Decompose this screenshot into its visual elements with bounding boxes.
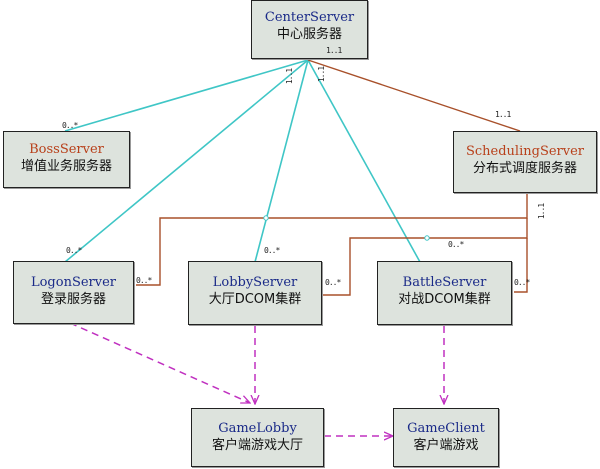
scheduling-server-name: SchedulingServer (465, 144, 585, 159)
scheduling-server-label: 分布式调度服务器 (472, 161, 577, 176)
logon-server-label: 登录服务器 (40, 292, 106, 307)
multiplicity-lobby-right: 0..* (325, 278, 341, 287)
multiplicity-logon-top: 0..* (66, 246, 82, 255)
multiplicity-boss: 0..* (62, 121, 78, 130)
boss-server-node[interactable]: BossServer 增值业务服务器 (3, 131, 130, 188)
scheduling-battle-link (514, 238, 528, 293)
battle-server-node[interactable]: BattleServer 对战DCOM集群 (377, 261, 512, 325)
center-scheduling-link (307, 59, 521, 132)
multiplicity-logon-right: 0..* (136, 276, 152, 285)
lobby-server-name: LobbyServer (212, 275, 298, 290)
game-client-node[interactable]: GameClient 客户端游戏 (393, 408, 499, 467)
multiplicity-center-c: 1..1 (317, 66, 327, 83)
battle-server-name: BattleServer (402, 275, 487, 290)
logon-gamelobby-dependency (69, 322, 250, 404)
multiplicity-scheduling-side: 1..1 (537, 203, 547, 220)
lobby-server-node[interactable]: LobbyServer 大厅DCOM集群 (188, 261, 322, 325)
multiplicity-battle-right: 0..* (514, 278, 530, 287)
game-lobby-node[interactable]: GameLobby 客户端游戏大厅 (191, 408, 324, 467)
game-lobby-label: 客户端游戏大厅 (211, 438, 303, 453)
center-boss-link (64, 59, 309, 132)
battle-server-label: 对战DCOM集群 (398, 292, 491, 307)
center-logon-link (64, 59, 309, 263)
multiplicity-lobby-top: 0..* (264, 246, 280, 255)
multiplicity-scheduling-top: 1..1 (495, 110, 511, 119)
multiplicity-battle-top: 0..* (448, 240, 464, 249)
multiplicity-center-b: 1..1 (285, 68, 295, 85)
lobby-server-label: 大厅DCOM集群 (208, 292, 302, 307)
scheduling-lobby-link (322, 218, 528, 296)
center-server-label: 中心服务器 (276, 27, 342, 42)
boss-server-name: BossServer (29, 142, 104, 157)
boss-server-label: 增值业务服务器 (20, 159, 112, 174)
center-server-name: CenterServer (264, 10, 355, 25)
game-client-name: GameClient (407, 421, 485, 436)
center-lobby-link (254, 59, 309, 263)
center-battle-link (307, 59, 421, 263)
center-server-node[interactable]: CenterServer 中心服务器 (251, 0, 368, 59)
multiplicity-center-a: 1..1 (326, 46, 342, 55)
scheduling-server-node[interactable]: SchedulingServer 分布式调度服务器 (453, 131, 597, 193)
game-client-label: 客户端游戏 (413, 438, 479, 453)
logon-server-name: LogonServer (30, 275, 117, 290)
scheduling-logon-link (136, 194, 528, 286)
logon-server-node[interactable]: LogonServer 登录服务器 (13, 261, 134, 324)
game-lobby-name: GameLobby (218, 421, 297, 436)
